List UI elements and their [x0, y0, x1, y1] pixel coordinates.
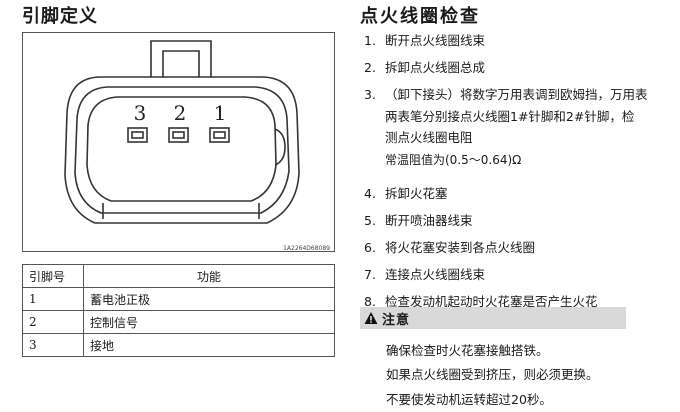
step-text: 拆卸点火线圈总成	[385, 60, 486, 75]
step-number: 4.	[364, 185, 376, 201]
step-text: 将火花塞安装到各点火线圈	[385, 239, 536, 255]
caution-title: 注意	[382, 312, 411, 328]
step-number: 7.	[364, 266, 376, 282]
table-header-row: 引脚号 功能	[22, 264, 335, 288]
step-item: 1. 断开点火线圈线束	[364, 30, 674, 51]
step-number: 6.	[364, 239, 376, 255]
step-text-line: 两表笔分别接点火线圈1#针脚和2#针脚，检	[385, 108, 635, 124]
pin-function-cell: 控制信号	[83, 310, 335, 334]
step-text: 断开点火线圈线束	[385, 33, 486, 48]
header-pin-number: 引脚号	[22, 264, 84, 288]
step-text: 连接点火线圈线束	[385, 266, 486, 282]
step-item: 3. （卸下接头）将数字万用表调到欧姆挡，万用表 两表笔分别接点火线圈1#针脚和…	[364, 84, 674, 149]
table-row: 2 控制信号	[22, 310, 335, 334]
caution-line: 如果点火线圈受到挤压，则必须更换。	[386, 367, 599, 382]
step-text: 断开喷油器线束	[385, 212, 473, 228]
step-text-line: 测点火线圈电阻	[385, 130, 473, 145]
pin-function-cell: 蓄电池正极	[83, 287, 335, 311]
connector-drawing: 3 2 1	[64, 40, 300, 224]
step-number: 8.	[364, 293, 376, 309]
caution-header: 注意	[360, 307, 626, 329]
table-row: 1 蓄电池正极	[22, 287, 335, 311]
check-steps-list: 1. 断开点火线圈线束 2. 拆卸点火线圈总成 3. （卸下接头）将数字万用表调到欧…	[364, 30, 674, 318]
pin-label-2: 2	[174, 101, 187, 125]
ignition-coil-check-title: 点火线圈检查	[360, 6, 480, 27]
pin-number-cell: 3	[22, 333, 84, 357]
step-text: 拆卸火花塞	[385, 185, 448, 201]
step-item: 2. 拆卸点火线圈总成	[364, 57, 674, 78]
step-item: 7. 连接点火线圈线束	[364, 264, 674, 285]
pin-number-cell: 2	[22, 310, 84, 334]
step-item: 4. 拆卸火花塞	[364, 183, 674, 204]
pin-label-3: 3	[134, 101, 147, 125]
caution-line: 不要使发动机运转超过20秒。	[386, 392, 552, 407]
step-text: 检查发动机起动时火花塞是否产生火花	[385, 293, 598, 309]
resistance-note: 常温阻值为(0.5～0.64)Ω	[385, 153, 522, 167]
step-item: 6. 将火花塞安装到各点火线圈	[364, 237, 674, 258]
step-text-line: （卸下接头）将数字万用表调到欧姆挡，万用表	[385, 87, 648, 102]
connector-diagram: 3 2 1 1A2264D68089	[22, 32, 335, 252]
pin-function-cell: 接地	[83, 333, 335, 357]
pin-number-cell: 1	[22, 287, 84, 311]
step-number: 2.	[364, 60, 376, 75]
caution-line: 确保检查时火花塞接触搭铁。	[386, 343, 549, 358]
warning-icon	[364, 312, 378, 324]
header-function: 功能	[83, 264, 335, 288]
step-item: 5. 断开喷油器线束	[364, 210, 674, 231]
step-number: 3.	[364, 87, 376, 102]
pin-function-table: 引脚号 功能 1 蓄电池正极 2 控制信号 3 接地	[22, 264, 335, 357]
step-item: 8. 检查发动机起动时火花塞是否产生火花	[364, 291, 674, 312]
step-number: 1.	[364, 33, 376, 48]
pin-definition-title: 引脚定义	[22, 6, 98, 27]
figure-code: 1A2264D68089	[283, 245, 330, 252]
step-number: 5.	[364, 212, 376, 228]
pin-label-1: 1	[214, 101, 227, 125]
table-row: 3 接地	[22, 333, 335, 357]
